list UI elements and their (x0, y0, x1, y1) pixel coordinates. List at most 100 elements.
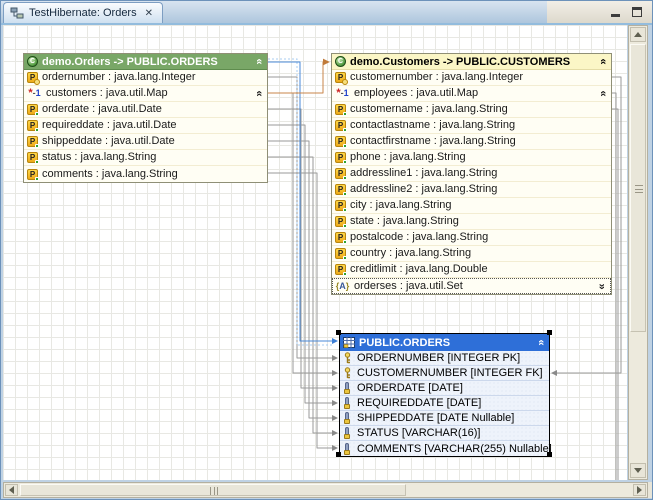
horizontal-scrollbar[interactable] (3, 482, 648, 498)
db-column-row[interactable]: REQUIREDDATE [DATE] (340, 396, 549, 411)
class-icon: C (27, 56, 38, 67)
selection-handle[interactable] (547, 330, 552, 335)
entity-field-row[interactable]: {A} orderses : java.util.Set « (332, 278, 611, 294)
property-icon: P (335, 264, 347, 276)
key-icon (343, 367, 353, 379)
field-label: city : java.lang.String (350, 199, 452, 211)
entity-field-row[interactable]: *-1 employees : java.util.Map « (332, 86, 611, 102)
scroll-down-button[interactable] (630, 463, 646, 478)
class-icon: C (335, 56, 346, 67)
scroll-left-button[interactable] (5, 484, 18, 496)
arrow-left-icon (9, 486, 14, 494)
column-icon (343, 412, 353, 424)
column-icon (343, 427, 353, 439)
db-table-box-public-orders[interactable]: PUBLIC.ORDERS « ORDERNUMBER [INTEGER PK]CU… (339, 333, 552, 457)
entity-title: demo.Customers -> PUBLIC.CUSTOMERS (350, 55, 571, 68)
chevron-double-up-icon[interactable]: « (253, 58, 265, 65)
selection-handle[interactable] (547, 452, 552, 457)
column-label: COMMENTS [VARCHAR(255) Nullable] (357, 442, 552, 455)
column-label: CUSTOMERNUMBER [INTEGER FK] (357, 367, 543, 379)
property-icon: P (27, 104, 39, 116)
column-label: ORDERDATE [DATE] (357, 382, 463, 394)
scroll-right-button[interactable] (633, 484, 646, 496)
chevron-double-down-icon[interactable]: « (596, 282, 608, 290)
db-column-row[interactable]: ORDERNUMBER [INTEGER PK] (340, 351, 549, 366)
collection-icon: {A} (335, 280, 350, 291)
property-icon: P (335, 152, 347, 164)
field-label: postalcode : java.lang.String (350, 231, 489, 243)
field-label: phone : java.lang.String (350, 151, 466, 163)
db-column-row[interactable]: STATUS [VARCHAR(16)] (340, 426, 549, 441)
tab-bar-right-area (547, 1, 652, 23)
db-column-row[interactable]: CUSTOMERNUMBER [INTEGER FK] (340, 366, 549, 381)
chevron-double-up-icon[interactable]: « (597, 90, 609, 97)
chevron-double-up-icon[interactable]: « (597, 58, 609, 65)
field-label: requireddate : java.util.Date (42, 119, 177, 131)
thumb-grip-icon (210, 487, 218, 495)
close-icon[interactable]: ✕ (144, 7, 153, 19)
field-label: customername : java.lang.String (350, 103, 508, 115)
db-column-row[interactable]: SHIPPEDDATE [DATE Nullable] (340, 411, 549, 426)
db-column-row[interactable]: COMMENTS [VARCHAR(255) Nullable] (340, 441, 552, 456)
tab-title: TestHibernate: Orders (29, 7, 137, 19)
tab-testhibernate-orders[interactable]: TestHibernate: Orders ✕ (3, 2, 163, 23)
maximize-icon[interactable] (632, 7, 642, 17)
field-label: customernumber : java.lang.Integer (350, 71, 524, 83)
column-icon (343, 442, 353, 455)
key-icon (343, 352, 353, 364)
scrollbar-corner (648, 482, 652, 498)
diagram-icon (10, 7, 24, 18)
chevron-double-up-icon[interactable]: « (535, 339, 547, 346)
vertical-scrollbar[interactable] (628, 25, 648, 480)
property-icon: P (335, 120, 347, 132)
many-to-one-icon: *-1 (28, 87, 41, 99)
property-icon: P (335, 200, 347, 212)
property-icon: P (335, 104, 347, 116)
field-label: creditlimit : java.lang.Double (350, 263, 488, 275)
selection-handle[interactable] (336, 330, 341, 335)
field-label: orderses : java.util.Set (354, 279, 463, 292)
column-label: SHIPPEDDATE [DATE Nullable] (357, 412, 515, 424)
db-table-header[interactable]: PUBLIC.ORDERS « (340, 334, 549, 351)
arrow-up-icon (634, 32, 642, 37)
property-icon: P (335, 216, 347, 228)
id-property-icon: P (27, 72, 40, 85)
db-table-title: PUBLIC.ORDERS (359, 336, 451, 349)
chevron-double-up-icon[interactable]: « (253, 90, 265, 97)
vertical-scrollbar-thumb[interactable] (630, 44, 646, 332)
field-label: employees : java.util.Map (354, 87, 479, 99)
selection-handle[interactable] (336, 452, 341, 457)
minimize-icon[interactable] (611, 8, 620, 17)
horizontal-scrollbar-thumb[interactable] (20, 484, 406, 496)
field-label: addressline1 : java.lang.String (350, 167, 498, 179)
many-to-one-icon: *-1 (336, 87, 349, 99)
db-column-row[interactable]: ORDERDATE [DATE] (340, 381, 549, 396)
scroll-up-button[interactable] (630, 27, 646, 42)
property-icon: P (27, 120, 39, 132)
